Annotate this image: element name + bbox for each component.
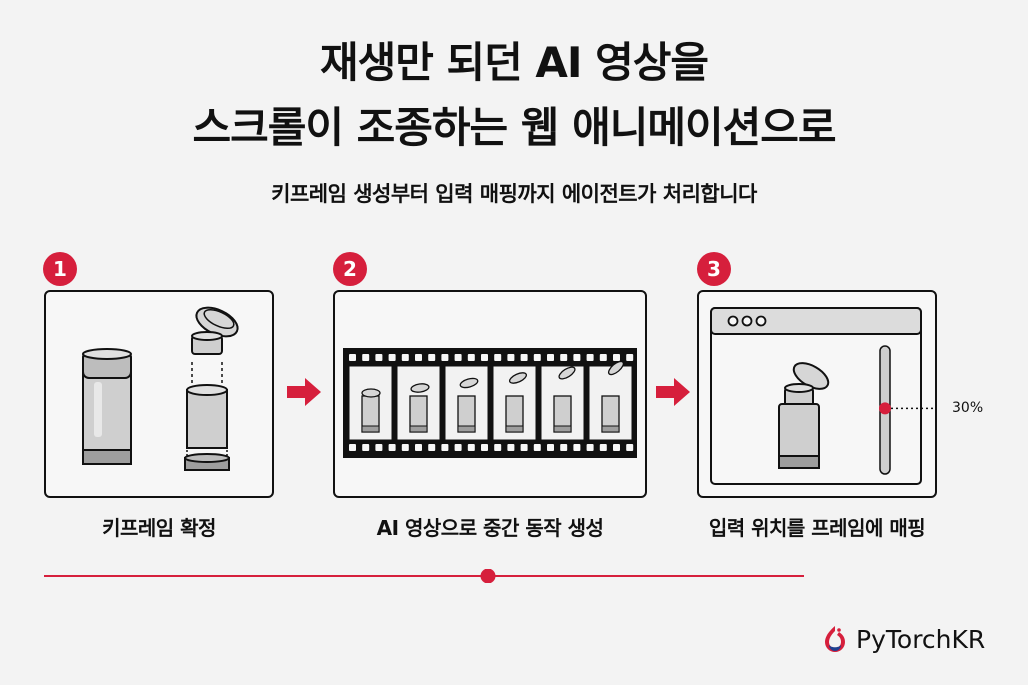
sprocket-hole	[415, 444, 422, 451]
step-1-caption: 키프레임 확정	[102, 516, 216, 540]
sprocket-hole	[573, 444, 581, 451]
sprocket-hole	[494, 444, 502, 451]
film-frame	[444, 365, 489, 441]
arrow-right-icon	[656, 378, 690, 406]
brand-name: PyTorchKR	[856, 624, 986, 654]
scroll-timeline	[44, 569, 804, 583]
film-frame	[492, 365, 537, 441]
sprocket-hole	[599, 354, 607, 361]
film-frame	[396, 365, 441, 441]
sprocket-hole	[520, 444, 528, 451]
window-dot-icon	[741, 315, 753, 327]
sprocket-hole	[507, 444, 515, 451]
step-3-caption: 입력 위치를 프레임에 매핑	[708, 516, 926, 540]
brand-logo: PyTorchKR	[822, 624, 985, 654]
sprocket-hole	[454, 354, 462, 361]
title-line-1: 재생만 되던 AI 영상을	[319, 38, 709, 87]
opening-bottle-icon	[778, 362, 830, 469]
sprocket-hole	[388, 444, 396, 451]
sprocket-hole	[507, 354, 515, 361]
sprocket-hole	[454, 444, 462, 451]
sprocket-hole	[467, 354, 475, 361]
sprocket-hole	[613, 444, 620, 451]
sprocket-hole	[415, 354, 422, 361]
title-line-2: 스크롤이 조종하는 웹 애니메이션으로	[192, 103, 836, 152]
sprocket-hole	[547, 444, 554, 451]
browser-window-illustration	[710, 307, 935, 485]
sprocket-hole	[586, 354, 594, 361]
sprocket-hole	[428, 354, 436, 361]
sprocket-hole	[586, 444, 594, 451]
pytorch-flame-icon	[825, 626, 845, 652]
sprocket-hole	[441, 354, 449, 361]
sprocket-hole	[388, 354, 396, 361]
sprocket-hole	[533, 354, 541, 361]
sprocket-hole	[560, 354, 568, 361]
sprocket-hole	[362, 354, 370, 361]
sprocket-hole	[362, 444, 370, 451]
sprocket-hole	[401, 354, 409, 361]
sprocket-hole	[375, 444, 383, 451]
step-2-caption: AI 영상으로 중간 동작 생성	[376, 516, 604, 540]
film-frame	[540, 365, 585, 441]
step-2-badge: 2	[333, 252, 367, 286]
sprocket-hole	[481, 354, 488, 361]
window-dot-icon	[727, 315, 739, 327]
closed-bottle-icon	[82, 348, 132, 465]
sprocket-hole	[573, 354, 581, 361]
sprocket-hole	[467, 444, 475, 451]
step-3-badge: 3	[697, 252, 731, 286]
sprocket-hole	[613, 354, 620, 361]
sprocket-hole	[533, 444, 541, 451]
scroll-knob	[879, 402, 891, 415]
bottle-keyframes-illustration	[82, 306, 239, 471]
sprocket-hole	[494, 354, 502, 361]
sprocket-hole	[441, 444, 449, 451]
sprocket-hole	[428, 444, 436, 451]
step-1-badge: 1	[43, 252, 77, 286]
sprocket-hole	[375, 354, 383, 361]
scroll-percent-label: 30%	[952, 400, 984, 416]
browser-mapping-panel	[697, 290, 937, 498]
subtitle: 키프레임 생성부터 입력 매핑까지 에이전트가 처리합니다	[271, 182, 757, 206]
sprocket-hole	[349, 354, 356, 361]
sprocket-hole	[401, 444, 409, 451]
arrow-right-icon	[287, 378, 321, 406]
sprocket-hole	[599, 444, 607, 451]
timeline-marker	[480, 569, 496, 583]
sprocket-hole	[560, 444, 568, 451]
film-strip-panel	[333, 290, 647, 498]
sprocket-hole	[547, 354, 554, 361]
sprocket-hole	[481, 444, 488, 451]
exploded-bottle-icon	[184, 306, 239, 471]
sprocket-hole	[349, 444, 356, 451]
sprocket-hole	[626, 354, 634, 361]
sprocket-hole	[520, 354, 528, 361]
film-strip-illustration	[343, 348, 637, 458]
film-frame	[348, 365, 393, 441]
sprocket-hole	[626, 444, 634, 451]
film-frame	[588, 360, 633, 441]
keyframe-panel	[44, 290, 274, 498]
window-dot-icon	[755, 315, 767, 327]
